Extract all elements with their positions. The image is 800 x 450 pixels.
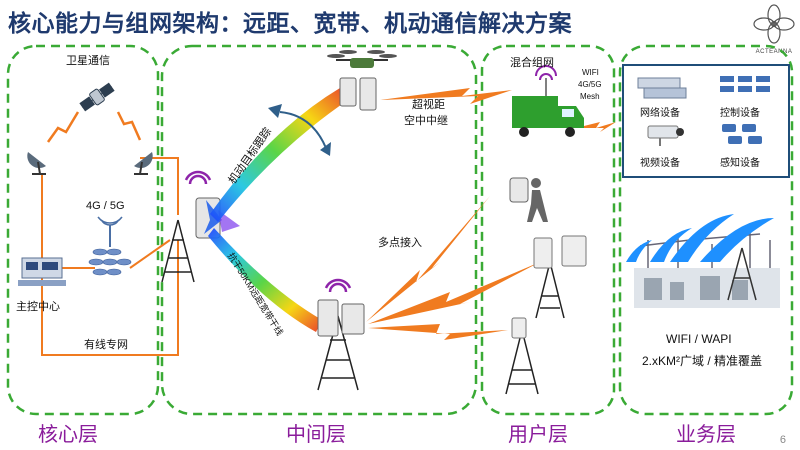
page-title: 核心能力与组网架构：远距、宽带、机动通信解决方案 bbox=[8, 10, 572, 36]
relay-label-line2: 空中中继 bbox=[404, 115, 448, 127]
satellite-dish-left-icon bbox=[27, 152, 47, 175]
middle-layer-box bbox=[160, 44, 478, 416]
flower-logo-icon bbox=[753, 4, 795, 44]
cellular-antenna-icon bbox=[97, 216, 123, 247]
server-cluster-icon bbox=[88, 248, 132, 276]
relay-label-line1: 超视距 bbox=[412, 99, 445, 111]
hybrid-network-label: 混合组网 bbox=[510, 57, 554, 69]
person-walking-icon bbox=[527, 178, 548, 222]
air-relay-unit-1 bbox=[339, 77, 357, 107]
wifi-broadcast-icon bbox=[626, 214, 774, 262]
truck-wifi-icon bbox=[535, 65, 557, 81]
wifi-label-line2: 4G/5G bbox=[578, 80, 602, 89]
wifi-label-line3: Mesh bbox=[580, 92, 600, 101]
video-device-label: 视频设备 bbox=[640, 158, 680, 169]
relay-tower-left bbox=[161, 219, 195, 283]
layer-label-core: 核心层 bbox=[38, 424, 98, 446]
network-device-icon bbox=[637, 77, 687, 99]
lightning-links bbox=[366, 88, 616, 340]
logo-text: ACTEANNA bbox=[755, 49, 793, 55]
core-layer-box bbox=[6, 44, 160, 416]
air-relay-unit-2 bbox=[359, 77, 377, 111]
ground-radio-1 bbox=[317, 299, 339, 337]
satellite-label: 卫星通信 bbox=[66, 55, 110, 67]
satellite-dish-right-icon bbox=[134, 152, 153, 175]
layer-label-user: 用户层 bbox=[508, 424, 568, 446]
layer-label-business: 业务层 bbox=[676, 424, 736, 446]
satellite-links bbox=[46, 111, 142, 143]
portable-radio bbox=[509, 177, 529, 203]
video-device-icon bbox=[647, 125, 684, 146]
coverage-label: 2.xKM²广域 / 精准覆盖 bbox=[642, 354, 763, 368]
multipoint-label: 多点接入 bbox=[378, 237, 422, 249]
drone-icon bbox=[327, 50, 397, 68]
main-ground-tower bbox=[317, 315, 359, 391]
page-number: 6 bbox=[779, 434, 786, 446]
sensing-device-icon bbox=[722, 124, 762, 144]
user-radio-1b bbox=[561, 235, 587, 267]
beam-to-drone bbox=[210, 88, 348, 222]
ground-radio-2 bbox=[341, 303, 365, 335]
business-tower bbox=[727, 247, 757, 301]
control-center-icon bbox=[18, 257, 66, 286]
sensing-device-label: 感知设备 bbox=[720, 158, 760, 169]
cellular-label: 4G / 5G bbox=[86, 200, 125, 212]
layer-label-middle: 中间层 bbox=[286, 424, 346, 446]
wifi-signal-main-icon bbox=[324, 278, 352, 293]
user-radio-1a bbox=[533, 237, 553, 269]
control-device-icon bbox=[720, 76, 770, 92]
device-panel: 网络设备 控制设备 视频设备 感知设备 bbox=[622, 64, 790, 178]
wifi-label-line1: WIFI bbox=[582, 68, 599, 77]
device-icons bbox=[637, 76, 770, 146]
control-device-label: 控制设备 bbox=[720, 108, 760, 119]
tracking-arc-arrow bbox=[279, 111, 327, 149]
control-center-label: 主控中心 bbox=[16, 301, 60, 313]
wifi-wapi-label: WIFI / WAPI bbox=[666, 332, 732, 346]
wifi-signal-left-icon bbox=[184, 170, 212, 185]
user-tower-2 bbox=[505, 329, 539, 395]
truck-icon bbox=[512, 78, 584, 137]
user-radio-2 bbox=[511, 317, 527, 339]
user-tower-1 bbox=[535, 261, 565, 319]
wired-network-label: 有线专网 bbox=[84, 339, 128, 351]
company-logo: ACTEANNA bbox=[752, 4, 796, 55]
business-layer-box bbox=[618, 44, 794, 416]
substation-scene bbox=[634, 232, 780, 308]
network-device-label: 网络设备 bbox=[640, 108, 680, 119]
satellite-icon bbox=[79, 82, 115, 112]
beam-to-ground bbox=[208, 228, 322, 332]
